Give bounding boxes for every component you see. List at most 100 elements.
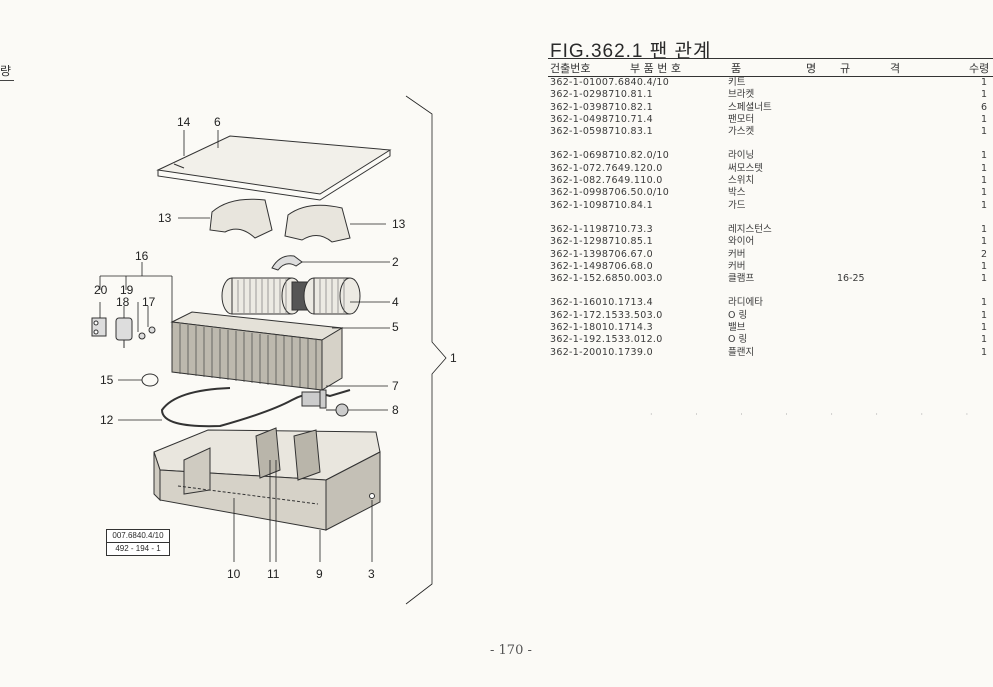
cover-right xyxy=(284,204,351,243)
fan-motor xyxy=(221,277,361,315)
part-quantity: 1 xyxy=(980,346,987,358)
part-name: 와이어 xyxy=(728,236,755,248)
cover-left xyxy=(209,198,273,239)
previous-page-fragment: 량 xyxy=(0,64,12,78)
callout-8: 8 xyxy=(392,403,399,417)
housing-box xyxy=(153,427,381,531)
part-name: 브라켓 xyxy=(728,89,755,101)
part-quantity: 1 xyxy=(980,150,987,162)
part-quantity: 1 xyxy=(980,273,987,285)
header-part-number: 부 품 번 호 xyxy=(630,62,681,75)
part-name: 팬모터 xyxy=(728,113,755,125)
parts-row: 362-1-16010.1713.4 라디에타 1 xyxy=(550,297,993,309)
previous-page-rule xyxy=(0,80,14,81)
part-number: 362-1-0298710.81.1 xyxy=(550,89,653,101)
lining-plate xyxy=(156,135,392,201)
header-spec-1: 규 xyxy=(840,62,851,75)
part-quantity: 2 xyxy=(980,248,987,260)
parts-row: 362-1-20010.1739.0 플랜지 1 xyxy=(550,347,993,359)
part-number: 362-1-16010.1713.4 xyxy=(550,297,653,309)
radiator xyxy=(170,311,344,391)
part-quantity: 1 xyxy=(980,199,987,211)
part-spec: 16-25 xyxy=(837,273,865,285)
callout-16: 16 xyxy=(135,249,149,263)
callout-12: 12 xyxy=(100,413,114,427)
part-number: 362-1-072.7649.120.0 xyxy=(550,162,663,174)
part-name: 밸브 xyxy=(728,322,746,334)
part-quantity: 1 xyxy=(980,187,987,199)
part-name: 레지스턴스 xyxy=(728,223,772,235)
callout-4: 4 xyxy=(392,295,399,309)
part-number: 362-1-18010.1714.3 xyxy=(550,322,653,334)
part-name: 커버 xyxy=(728,248,746,260)
part-number: 362-1-0698710.82.0/10 xyxy=(550,150,670,162)
part-quantity: 1 xyxy=(980,260,987,272)
part-name: 키트 xyxy=(728,77,746,88)
scan-specks: · · · · · · · · xyxy=(650,410,989,419)
part-number: 362-1-192.1533.012.0 xyxy=(550,334,663,346)
parts-row: 362-1-072.7649.120.0 써모스텟 1 xyxy=(550,163,993,175)
header-name-2: 명 xyxy=(806,62,817,75)
part-name: 박스 xyxy=(728,187,746,199)
part-quantity: 1 xyxy=(980,297,987,309)
part-quantity: 1 xyxy=(980,223,987,235)
part-name: 플랜지 xyxy=(728,346,755,358)
callout-10: 10 xyxy=(227,567,241,581)
part-quantity: 1 xyxy=(980,236,987,248)
thermostat xyxy=(326,403,349,417)
header-quantity: 수령 xyxy=(969,62,990,75)
parts-row: 362-1-192.1533.012.0 O 링 1 xyxy=(550,334,993,346)
part-name: O 링 xyxy=(728,334,748,346)
part-number: 362-1-152.6850.003.0 xyxy=(550,273,663,285)
part-number: 362-1-172.1533.503.0 xyxy=(550,309,663,321)
callout-14: 14 xyxy=(177,115,191,129)
part-number: 362-1-1498706.68.0 xyxy=(550,260,653,272)
reference-kit-number: 007.6840.4/10 xyxy=(112,531,164,540)
callout-13-left: 13 xyxy=(158,211,172,225)
parts-row: 362-1-18010.1714.3 밸브 1 xyxy=(550,322,993,334)
o-ring xyxy=(141,373,159,387)
part-name: 라디에타 xyxy=(728,297,763,309)
part-quantity: 6 xyxy=(980,101,987,113)
part-number: 362-1-0398710.82.1 xyxy=(550,101,653,113)
part-name: 가스켓 xyxy=(728,126,755,138)
part-quantity: 1 xyxy=(980,113,987,125)
callout-5: 5 xyxy=(392,320,399,334)
part-quantity: 1 xyxy=(980,334,987,346)
exploded-parts-diagram: 14 6 13 13 16 2 20 19 18 17 4 5 1 15 7 1… xyxy=(91,95,457,605)
callout-11: 11 xyxy=(267,567,280,581)
callout-20: 20 xyxy=(94,283,108,297)
page-number: - 170 - xyxy=(490,643,532,658)
callout-9: 9 xyxy=(316,567,323,581)
part-quantity: 1 xyxy=(980,77,987,88)
part-quantity: 1 xyxy=(980,322,987,334)
callout-15: 15 xyxy=(100,373,114,387)
parts-row: 362-1-0498710.71.4 팬모터 1 xyxy=(550,114,993,126)
part-quantity: 1 xyxy=(980,126,987,138)
callout-3: 3 xyxy=(368,567,375,581)
part-name: 써모스텟 xyxy=(728,162,763,174)
parts-row: 362-1-152.6850.003.0 클램프 16-25 1 xyxy=(550,273,993,285)
part-name: 클램프 xyxy=(728,273,755,285)
parts-row: 362-1-1198710.73.3 레지스턴스 1 xyxy=(550,224,993,236)
part-number: 362-1-0498710.71.4 xyxy=(550,113,653,125)
reference-box: 007.6840.4/10 492 - 194 - 1 xyxy=(106,529,170,556)
part-name: 스위치 xyxy=(728,175,755,187)
callout-6: 6 xyxy=(214,115,221,129)
part-name: 가드 xyxy=(728,199,746,211)
part-number: 362-1-1198710.73.3 xyxy=(550,223,653,235)
part-number: 362-1-20010.1739.0 xyxy=(550,346,653,358)
part-quantity: 1 xyxy=(980,162,987,174)
part-number: 362-1-082.7649.110.0 xyxy=(550,175,663,187)
